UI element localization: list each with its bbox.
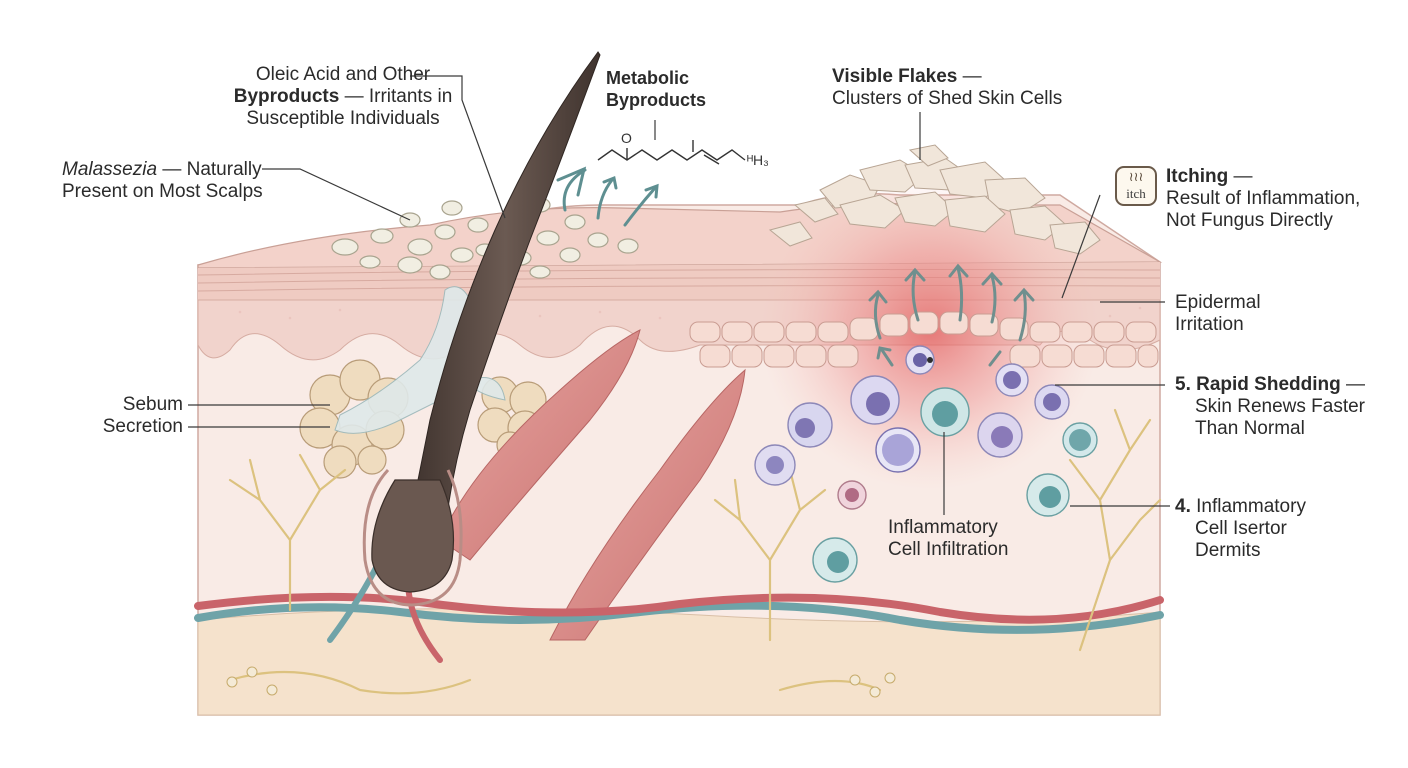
- chem-oxygen: O: [621, 130, 632, 146]
- nerve-fibers: [226, 408, 1162, 698]
- label-inflammatory-cell: 4. Inflammatory Cell Isertor Dermits: [1175, 496, 1306, 561]
- shedding-arrows: [868, 263, 1035, 367]
- label-inflammatory-infiltration: Inflammatory Cell Infiltration: [888, 517, 1009, 560]
- label-sebum-secretion: Sebum Secretion: [102, 394, 183, 437]
- byproduct-arrows: [556, 166, 659, 227]
- hair-follicle: [362, 51, 601, 607]
- label-metabolic-byproducts: Metabolic Byproducts: [606, 68, 707, 110]
- label-rapid-shedding: 5. Rapid Shedding — Skin Renews Faster T…: [1175, 374, 1366, 439]
- label-epidermal-irritation: Epidermal Irritation: [1175, 292, 1261, 335]
- chem-h3: ᴴH₃: [747, 152, 769, 168]
- leader-lines: [188, 75, 1170, 515]
- epidermal-cells: [689, 311, 1159, 368]
- label-malassezia: Malassezia — Naturally Present on Most S…: [62, 159, 263, 202]
- chemical-structure: [597, 140, 746, 165]
- skin-flakes: [768, 144, 1101, 255]
- label-oleic-acid: Oleic Acid and Other Byproducts — Irrita…: [233, 64, 453, 129]
- blood-vessels: [194, 557, 1164, 663]
- inflammatory-cells: [754, 345, 1098, 583]
- label-visible-flakes: Visible Flakes — Clusters of Shed Skin C…: [832, 66, 1063, 109]
- arrector-pili-muscle: [439, 329, 746, 641]
- label-itching: Itching — Result of Inflammation, Not Fu…: [1166, 166, 1361, 231]
- itch-icon: ≀≀≀ itch: [1115, 166, 1157, 206]
